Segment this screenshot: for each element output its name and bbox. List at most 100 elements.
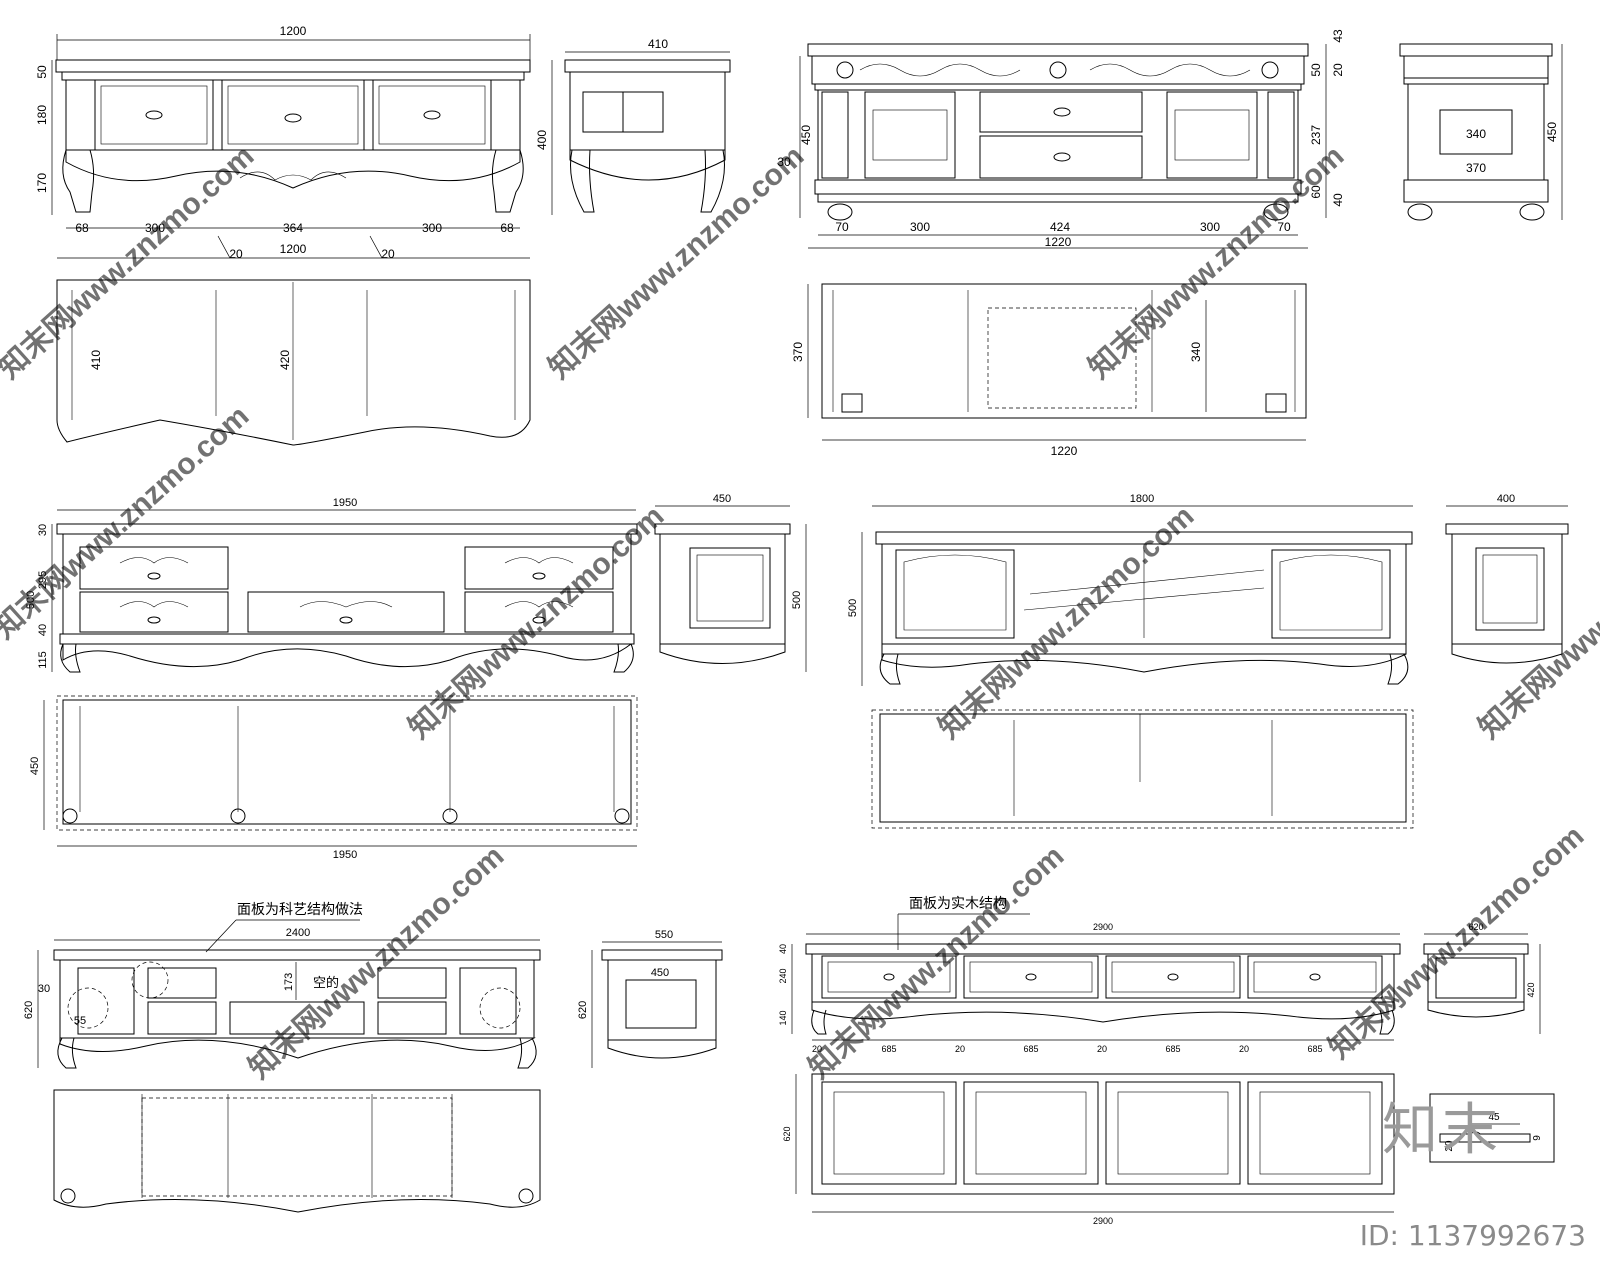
- dim-text: 170: [35, 173, 49, 193]
- cabinet-3-plan: 450 1950: [29, 695, 638, 861]
- dim-text: 50: [35, 65, 49, 79]
- watermark: 知末网www.znzmo.com: [0, 399, 255, 645]
- dim-text: 140: [778, 1010, 788, 1025]
- dim-text: 400: [1497, 493, 1515, 505]
- dim-text: 60: [1309, 185, 1323, 199]
- dim-text: 2900: [1093, 922, 1113, 932]
- watermark: 知末网www.znzmo.com: [1083, 139, 1351, 385]
- dim-text: 364: [283, 221, 303, 235]
- cabinet-6-elevation: 面板为实木结构 2900 40 240 140 20 685 20 685 20…: [778, 895, 1401, 1054]
- dim-text: 55: [74, 1015, 86, 1027]
- dim-text: 20: [1444, 1140, 1455, 1152]
- dim-text: 300: [145, 221, 165, 235]
- cabinet-2-side: 340 370 450: [1399, 43, 1563, 221]
- dim-text: 420: [278, 350, 292, 370]
- dim-text: 20: [812, 1044, 822, 1054]
- watermark: 知末网www.znzmo.com: [1323, 819, 1591, 1065]
- dim-text: 20: [381, 247, 395, 261]
- dim-text: 300: [1200, 220, 1220, 234]
- dim-text: 424: [1050, 220, 1070, 234]
- dim-text: 410: [89, 350, 103, 370]
- cabinet-4-side: 400: [1445, 493, 1569, 664]
- dim-text: 2900: [1093, 1216, 1113, 1226]
- dim-text: 550: [655, 929, 673, 941]
- dim-text: 340: [1466, 127, 1486, 141]
- dim-text: 2400: [286, 927, 310, 939]
- dim-text: 295: [37, 571, 49, 589]
- dim-text: 50: [1309, 63, 1323, 77]
- note-label: 面板为科艺结构做法: [237, 901, 363, 917]
- dim-text: 450: [29, 757, 41, 775]
- dim-text: 620: [1468, 922, 1483, 932]
- cabinet-1-elevation: 1200 50 180 170 68 300 364 300 68 20 20: [35, 24, 531, 261]
- cabinet-6-side: 620 420: [1423, 922, 1541, 1034]
- brand-logo: 知末: [1382, 1098, 1502, 1163]
- dim-text: 620: [577, 1001, 589, 1019]
- dim-text: 620: [23, 1001, 35, 1019]
- cabinet-1-plan: 1200 410 420: [56, 242, 531, 446]
- cabinet-1-side: 410 400: [535, 37, 731, 215]
- dim-text: 20: [1331, 63, 1345, 77]
- cabinet-5-plan: [53, 1089, 541, 1213]
- dim-text: 620: [782, 1126, 792, 1141]
- dim-text: 450: [1545, 122, 1559, 142]
- cabinet-6-plan: 620 2900: [782, 1073, 1395, 1226]
- dim-text: 20: [1239, 1044, 1249, 1054]
- dim-text: 500: [847, 599, 859, 617]
- dim-text: 300: [910, 220, 930, 234]
- dim-text: 370: [1466, 161, 1486, 175]
- watermark: 知末网www.znzmo.com: [543, 139, 811, 385]
- watermark: 知末网www.znzmo.com: [933, 499, 1201, 745]
- watermark: 知末网www.znzmo.com: [243, 839, 511, 1085]
- dim-text: 300: [422, 221, 442, 235]
- dim-text: 70: [835, 220, 849, 234]
- dim-text: 20: [1097, 1044, 1107, 1054]
- dim-text: 20: [229, 247, 243, 261]
- dim-text: 68: [75, 221, 89, 235]
- dim-text: 340: [1189, 342, 1203, 362]
- dim-text: 420: [1526, 982, 1536, 997]
- dim-text: 173: [283, 973, 295, 991]
- cabinet-4-elevation: 1800 500: [847, 493, 1413, 686]
- dim-text: 30: [38, 983, 50, 995]
- cabinet-3-side: 450 500: [654, 493, 807, 672]
- dim-text: 40: [1331, 193, 1345, 207]
- cabinet-3-elevation: 1950 30 295 500 40 115: [25, 497, 638, 673]
- dim-text: 1220: [1045, 235, 1072, 249]
- dim-text: 685: [881, 1044, 896, 1054]
- dim-text: 1220: [1051, 444, 1078, 458]
- note-label: 面板为实木结构: [909, 895, 1007, 911]
- dim-text: 400: [535, 130, 549, 150]
- dim-text: 43: [1331, 29, 1345, 43]
- dim-text: 410: [648, 37, 668, 51]
- dim-text: 370: [791, 342, 805, 362]
- dim-text: 450: [713, 493, 731, 505]
- dim-text: 70: [1277, 220, 1291, 234]
- asset-id: ID: 1137992673: [1359, 1219, 1586, 1252]
- watermarks: 知末网www.znzmo.com 知末网www.znzmo.com 知末网www…: [0, 139, 1600, 1085]
- dim-text: 500: [25, 591, 37, 609]
- dim-text: 240: [778, 968, 788, 983]
- dim-text: 68: [500, 221, 514, 235]
- cabinet-4-plan: [871, 709, 1414, 829]
- dim-text: 450: [651, 967, 669, 979]
- dim-text: 1200: [280, 242, 307, 256]
- dim-text: 30: [777, 155, 791, 169]
- dim-text: 685: [1307, 1044, 1322, 1054]
- cabinet-2-plan: 370 340 1220: [791, 283, 1307, 458]
- watermark: 知末网www.znzmo.com: [1473, 499, 1600, 745]
- dim-text: 450: [799, 125, 813, 145]
- dim-text: 9: [1532, 1135, 1543, 1141]
- dim-text: 180: [35, 105, 49, 125]
- dim-text: 1800: [1130, 493, 1154, 505]
- cabinet-5-elevation: 面板为科艺结构做法 2400 173 空的 30 55 620: [23, 901, 541, 1069]
- dim-text: 115: [37, 651, 49, 669]
- cabinet-2-elevation: 43 50 20 237 60 40 450 30 70 300 424 300…: [777, 29, 1345, 249]
- dim-text: 500: [791, 591, 803, 609]
- dim-text: 45: [1488, 1112, 1500, 1123]
- dim-text: 20: [955, 1044, 965, 1054]
- dim-text: 40: [37, 624, 49, 636]
- dim-text: 237: [1309, 125, 1323, 145]
- dim-text: 685: [1165, 1044, 1180, 1054]
